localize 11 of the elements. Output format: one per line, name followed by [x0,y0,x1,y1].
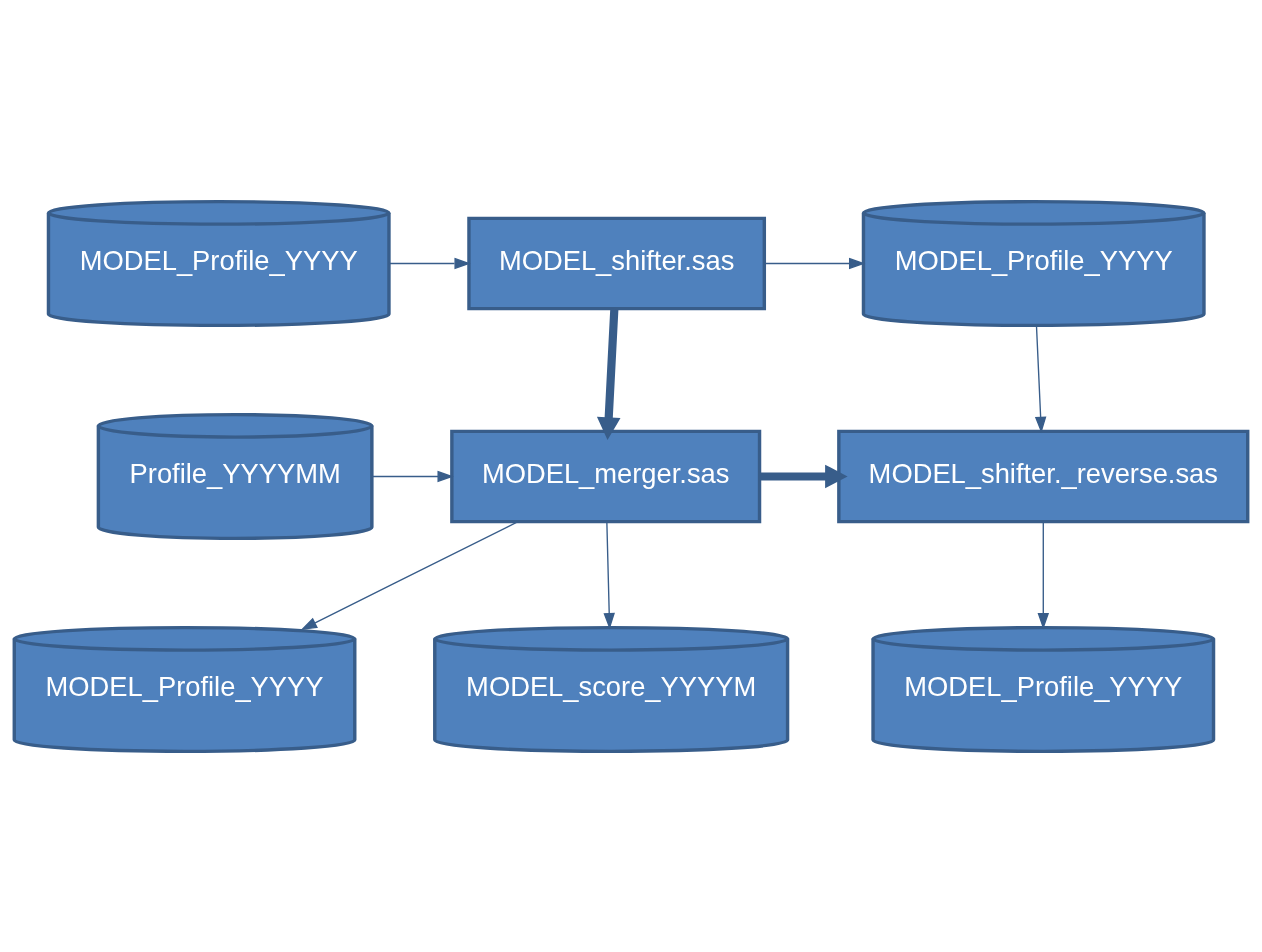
arrow [388,257,471,269]
node-box: MODEL_shifter._reverse.sas [837,429,1250,523]
arrow [371,470,454,482]
arrow [300,520,519,630]
arrow [1037,520,1050,629]
node-box: MODEL_merger.sas [450,429,762,523]
arrow [759,464,848,488]
arrow [596,308,621,440]
arrow [603,520,615,629]
node-box: MODEL_shifter.sas [467,216,767,310]
arrow [1034,324,1047,433]
